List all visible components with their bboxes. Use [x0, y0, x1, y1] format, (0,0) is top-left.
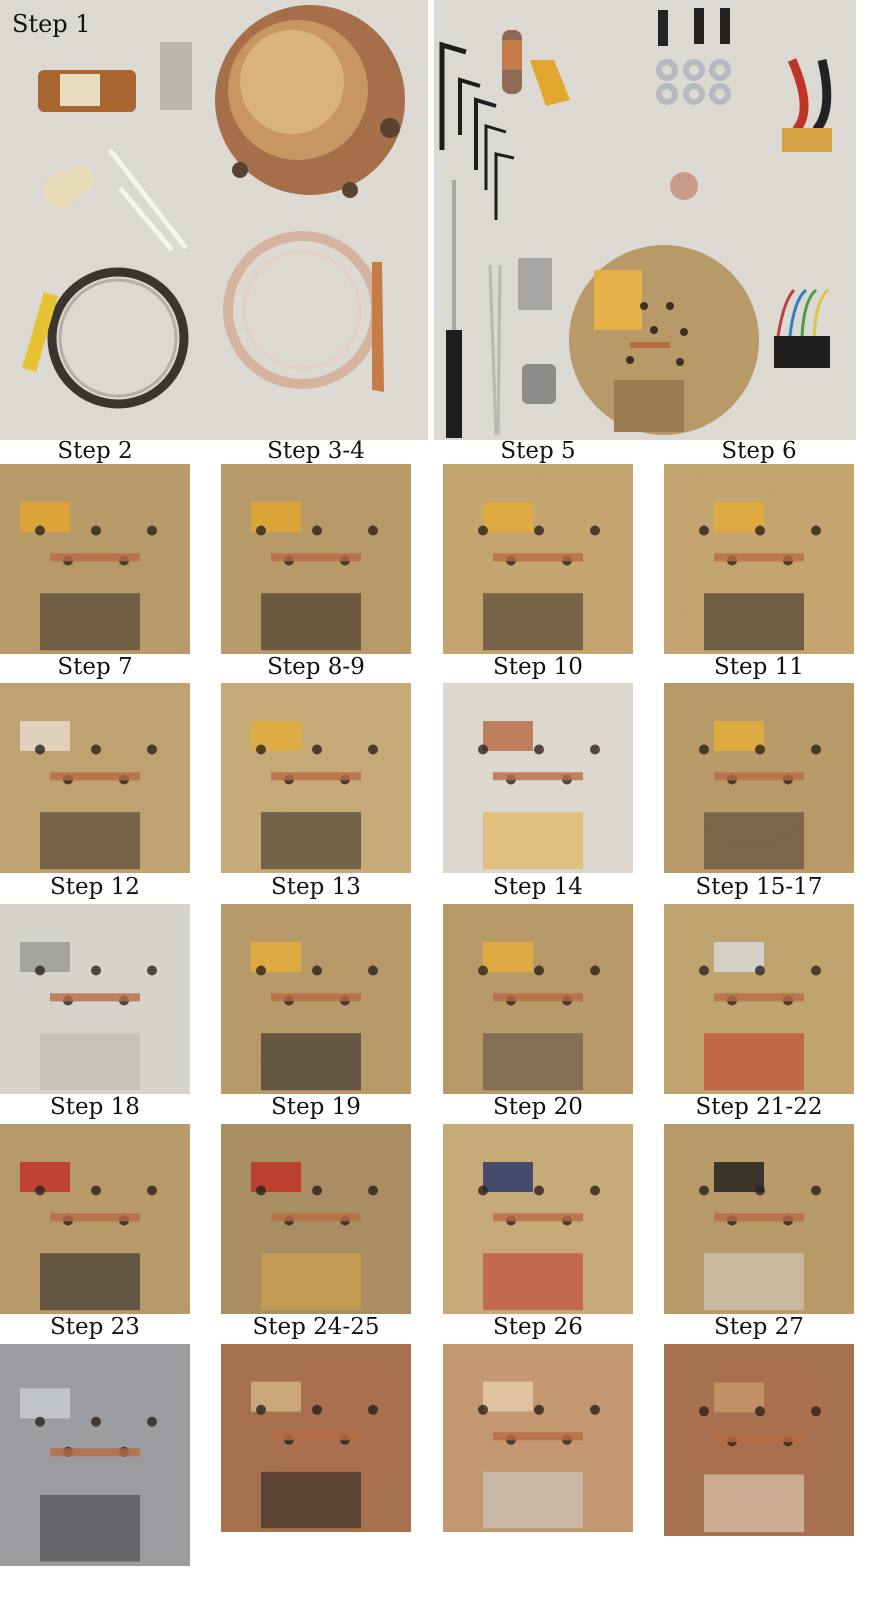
step-photo-illustration [221, 904, 411, 1094]
step-photo [221, 683, 411, 873]
step-label: Step 8-9 [267, 654, 365, 680]
step-photo [443, 464, 633, 654]
step-label: Step 26 [493, 1314, 583, 1340]
step-photo-illustration [0, 683, 190, 873]
step-label: Step 19 [271, 1094, 361, 1120]
step-photo [221, 904, 411, 1094]
step-label: Step 15-17 [695, 874, 823, 900]
step-photo-illustration [443, 904, 633, 1094]
step-label: Step 10 [493, 654, 583, 680]
step-photo [664, 1124, 854, 1314]
step-photo [0, 1124, 190, 1314]
step-label: Step 3-4 [267, 438, 365, 464]
step-label: Step 6 [721, 438, 797, 464]
step-photo [221, 1124, 411, 1314]
step-label: Step 21-22 [695, 1094, 823, 1120]
step-photo [443, 683, 633, 873]
step-1-photo-right [434, 0, 856, 440]
step-photo-illustration [664, 1124, 854, 1314]
step-label: Step 11 [714, 654, 804, 680]
step-photo [0, 683, 190, 873]
step-photo-illustration [0, 1344, 190, 1566]
step-photo-illustration [443, 464, 633, 654]
step-photo [664, 1344, 854, 1536]
step-label: Step 20 [493, 1094, 583, 1120]
parts-layout-right-illustration [434, 0, 856, 440]
step-photo-illustration [0, 464, 190, 654]
step-photo-illustration [0, 1124, 190, 1314]
step-label: Step 27 [714, 1314, 804, 1340]
step-label: Step 12 [50, 874, 140, 900]
step-photo-illustration [221, 1344, 411, 1532]
step-1-photo-left [0, 0, 428, 440]
step-photo-illustration [664, 904, 854, 1094]
step-label: Step 5 [500, 438, 576, 464]
step-photo [443, 1124, 633, 1314]
step-label: Step 13 [271, 874, 361, 900]
step-label: Step 24-25 [252, 1314, 380, 1340]
step-photo [443, 904, 633, 1094]
step-photo-illustration [443, 683, 633, 873]
step-photo [221, 464, 411, 654]
step-photo-illustration [221, 683, 411, 873]
step-photo-illustration [443, 1344, 633, 1532]
step-label: Step 18 [50, 1094, 140, 1120]
step-photo-illustration [664, 683, 854, 873]
step-photo-illustration [664, 1344, 854, 1536]
step-photo [664, 464, 854, 654]
step-photo-illustration [221, 464, 411, 654]
step-photo-illustration [443, 1124, 633, 1314]
step-photo [0, 464, 190, 654]
step-photo-illustration [0, 904, 190, 1094]
step-photo [0, 904, 190, 1094]
step-photo-illustration [221, 1124, 411, 1314]
step-photo [0, 1344, 190, 1566]
step-photo [664, 904, 854, 1094]
step-photo [443, 1344, 633, 1532]
step-photo [221, 1344, 411, 1532]
step-label: Step 23 [50, 1314, 140, 1340]
step-photo [664, 683, 854, 873]
step-label: Step 14 [493, 874, 583, 900]
step-photo-illustration [664, 464, 854, 654]
step-label: Step 7 [57, 654, 133, 680]
parts-layout-left-illustration [0, 0, 428, 440]
step-1-label: Step 1 [12, 10, 91, 38]
step-label: Step 2 [57, 438, 133, 464]
